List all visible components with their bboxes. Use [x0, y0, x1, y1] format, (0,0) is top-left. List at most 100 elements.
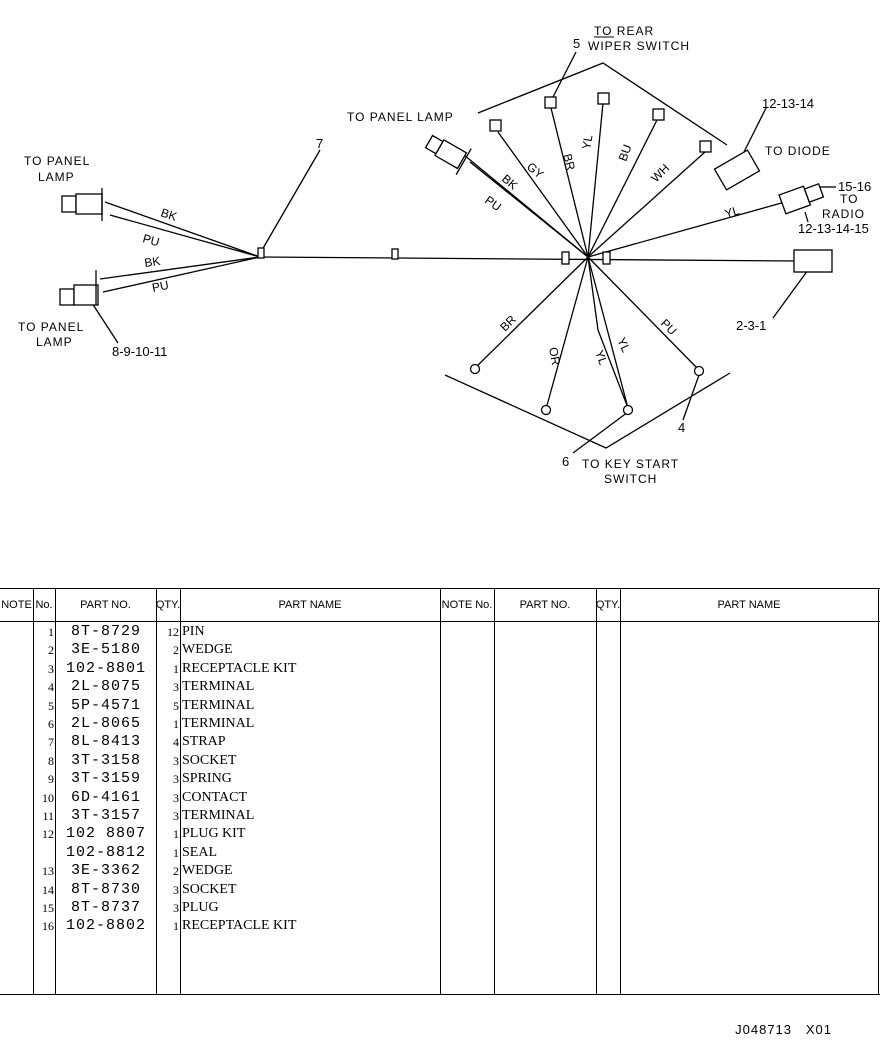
- row-number: 2: [48, 643, 54, 658]
- header-part-name-2: PART NAME: [717, 599, 781, 611]
- quantity: 3: [173, 790, 179, 805]
- label-to-key-start-line2: SWITCH: [604, 472, 657, 486]
- quantity: 3: [173, 809, 179, 823]
- part-number: 3E-5180: [70, 641, 141, 659]
- label-to-panel-lamp-left-line1: TO PANEL: [24, 154, 90, 168]
- wire-label-pu-1: PU: [141, 231, 161, 249]
- header-note: NOTE: [1, 599, 32, 611]
- quantity: 3: [173, 772, 179, 787]
- header-note-no-2: NOTE No.: [441, 599, 493, 611]
- label-to-panel-lamp-lower-line1: TO PANEL: [18, 320, 84, 334]
- label-to-rear-line1: TO REAR: [594, 24, 654, 38]
- header-part-name: PART NAME: [278, 599, 342, 611]
- part-number: 3E-3362: [70, 862, 141, 880]
- parts-table: NOTE No. PART NO. QTY. PART NAME NOTE No…: [0, 588, 880, 995]
- quantity: 3: [173, 882, 179, 897]
- wire-label-yl-top: YL: [579, 133, 595, 150]
- row-number: 5: [48, 698, 54, 713]
- label-to-key-start-line1: TO KEY START: [582, 457, 679, 471]
- quantity: 1: [173, 717, 179, 731]
- row-number: 9: [48, 772, 54, 787]
- row-number: 12: [42, 827, 54, 842]
- part-name: TERMINAL: [182, 697, 255, 713]
- header-part-no-2: PART NO.: [519, 599, 571, 611]
- part-name: SEAL: [182, 844, 217, 860]
- label-to-rear-line2: WIPER SWITCH: [588, 39, 690, 53]
- label-to-radio-line2: RADIO: [822, 207, 865, 221]
- part-name: WEDGE: [182, 863, 233, 879]
- wire-label-or-bottom: OR: [546, 346, 563, 366]
- row-number: 4: [48, 680, 54, 695]
- wire-label-pu-top: PU: [482, 193, 504, 214]
- quantity: 2: [173, 643, 179, 658]
- wire-label-pu-bottom: PU: [658, 316, 680, 338]
- quantity: 1: [173, 661, 179, 676]
- wire-label-br-bottom: BR: [497, 312, 519, 334]
- callout-5: 5: [573, 36, 580, 51]
- drawing-suffix: X01: [805, 1022, 832, 1037]
- part-number: 2L-8065: [70, 715, 141, 732]
- label-to-diode: TO DIODE: [765, 144, 831, 158]
- callout-12-13-14: 12-13-14: [762, 96, 814, 111]
- part-number: 8T-8737: [70, 899, 141, 916]
- callout-12-13-14-15: 12-13-14-15: [798, 221, 869, 236]
- quantity: 2: [173, 864, 179, 879]
- part-number: 3T-3158: [70, 751, 141, 769]
- part-number: 102-8802: [65, 917, 146, 935]
- part-number: 8L-8413: [70, 733, 141, 751]
- part-name: SPRING: [182, 771, 232, 787]
- wiring-harness-diagram: 7 5 4 6 8-9-10-11 12-13-14 15-16 12-13-1…: [18, 24, 871, 486]
- quantity: 3: [173, 680, 179, 695]
- row-number: 3: [48, 661, 54, 676]
- part-name: CONTACT: [182, 789, 247, 805]
- callout-6: 6: [562, 454, 569, 469]
- part-name: WEDGE: [182, 642, 233, 658]
- part-name: SOCKET: [182, 881, 237, 897]
- quantity: 1: [173, 827, 179, 842]
- wire-label-yl-right: YL: [723, 203, 741, 221]
- part-name: PLUG KIT: [182, 826, 246, 842]
- part-name: PLUG: [182, 900, 219, 915]
- callout-2-3-1: 2-3-1: [736, 318, 766, 333]
- part-number: 102-8812: [65, 843, 146, 861]
- row-number: 6: [48, 717, 54, 731]
- quantity: 1: [173, 919, 179, 934]
- part-name: RECEPTACLE KIT: [182, 660, 297, 676]
- label-to-radio-line1: TO: [840, 192, 858, 206]
- footer-code: J048713 X01: [735, 1022, 832, 1037]
- header-part-no: PART NO.: [80, 599, 131, 611]
- row-number: 14: [42, 882, 54, 897]
- row-number: 16: [42, 919, 54, 934]
- part-name: TERMINAL: [182, 679, 255, 695]
- part-number: 8T-8729: [70, 623, 141, 640]
- label-to-panel-lamp-top: TO PANEL LAMP: [347, 110, 454, 124]
- label-to-panel-lamp-left-line2: LAMP: [38, 170, 75, 184]
- row-number: 11: [42, 809, 54, 823]
- header-qty: QTY.: [155, 599, 181, 611]
- part-name: RECEPTACLE KIT: [182, 918, 297, 934]
- wire-label-bk-2: BK: [143, 254, 161, 270]
- part-number: 3T-3159: [70, 770, 141, 788]
- quantity: 3: [173, 753, 179, 768]
- wire-label-pu-2: PU: [151, 278, 170, 295]
- part-number: 8T-8730: [70, 880, 141, 898]
- drawing-code: J048713: [735, 1022, 793, 1037]
- wire-label-wh: WH: [648, 161, 672, 185]
- callout-15-16: 15-16: [838, 179, 871, 194]
- row-number: 15: [42, 901, 54, 915]
- callout-4: 4: [678, 420, 685, 435]
- part-name: SOCKET: [182, 752, 237, 768]
- wire-label-bk-top: BK: [499, 172, 520, 193]
- header-no: No.: [35, 599, 53, 611]
- callout-8-9-10-11: 8-9-10-11: [112, 344, 167, 359]
